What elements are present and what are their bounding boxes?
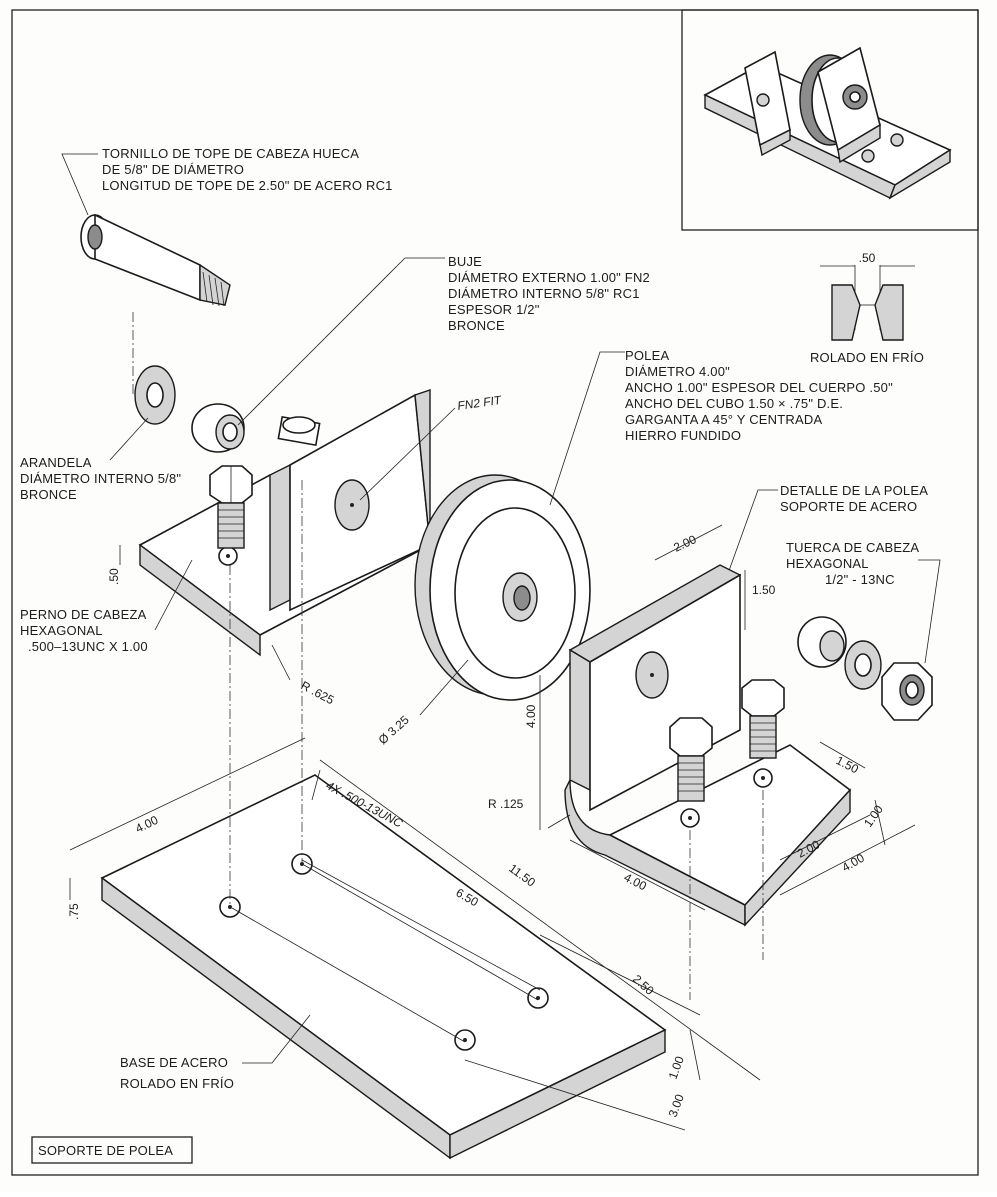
bend-radius-left-leader [271,644,291,681]
foot-hole-offset-dim-line [819,741,866,769]
washer [134,365,176,425]
washer-leader [109,417,149,461]
washer-label-2: DIÁMETRO INTERNO 5/8" [20,471,181,486]
bracket-height-dim: 4.00 [524,704,538,728]
bushing-label-5: BRONCE [448,318,505,333]
pulley-label-3: ANCHO 1.00" ESPESOR DEL CUERPO .50" [625,380,893,395]
base-length-dim-line [319,759,761,1081]
pulley-leader [549,351,625,506]
hex-bolt-label-3: .500–13UNC X 1.00 [28,639,148,654]
base-hole-width-dim: 3.00 [666,1092,687,1119]
foot-length-dim: 4.00 [840,851,868,875]
hole-callout-leader [311,769,321,801]
base-width-dim: 4.00 [133,813,160,836]
shoulder-screw-label-1: TORNILLO DE TOPE DE CABEZA HUECA [102,146,359,161]
base-leader [242,1014,311,1064]
base-plate [100,774,667,1160]
title-box-text: SOPORTE DE POLEA [38,1143,173,1158]
washer-label-3: BRONCE [20,487,77,502]
hex-bolt-right-1 [669,717,713,802]
foot-hole-spacing-a-dim: 1.00 [861,802,886,829]
base-hole-width-line [464,1059,686,1131]
pulley [414,474,591,701]
cold-rolled-symbol [820,265,915,341]
foot-hole-spacing-a-line [874,799,886,846]
title-box [31,1136,193,1164]
fn2-fit-leader [359,407,456,501]
shoulder-screw-leader [61,153,98,216]
base-thickness-dim: .75 [67,903,81,920]
width-top-dim-line [654,524,723,561]
bend-radius-right-dim: R .125 [488,797,524,811]
shoulder-screw-label-3: LONGITUD DE TOPE DE 2.50" DE ACERO RC1 [102,178,393,193]
base-hole-centerline-2 [303,864,539,1001]
bushing-label-2: DIÁMETRO EXTERNO 1.00" FN2 [448,270,650,285]
left-bracket [138,389,432,657]
hole-height-dim: 1.50 [752,583,776,597]
base-label-1: BASE DE ACERO [120,1055,228,1070]
pulley-label-6: HIERRO FUNDIDO [625,428,741,443]
right-bracket [564,564,852,927]
hex-bolt-right-2 [741,679,785,759]
base-hole-edge-dim: 1.00 [666,1054,687,1081]
spacer [797,616,847,668]
drawing-border [11,9,979,1176]
assembled-view [703,46,952,200]
bracket-width-top-dim: 2.00 [671,532,698,555]
bracket-thickness-dim: .50 [107,568,121,585]
washer-label-1: ARANDELA [20,455,92,470]
hex-nut-label-2: HEXAGONAL [786,556,869,571]
fn2-fit-note: FN2 FIT [456,393,503,413]
bend-radius-right-leader [547,814,571,829]
hex-bolt-label-2: HEXAGONAL [20,623,103,638]
hex-nut-label-1: TUERCA DE CABEZA [786,540,919,555]
foot-hole-offset-dim: 1.50 [834,753,861,776]
bushing-label-4: ESPESOR 1/2" [448,302,540,317]
cold-rolled-label: ROLADO EN FRÍO [810,350,924,365]
hex-nut-label-3: 1/2" - 13NC [825,572,895,587]
hex-bolt-label-1: PERNO DE CABEZA [20,607,147,622]
base-width-dim-line [69,737,306,851]
bushing-label-3: DIÁMETRO INTERNO 5/8" RC1 [448,286,640,301]
foot-length-dim-line [779,824,916,896]
bracket-detail-label-2: SOPORTE DE ACERO [780,499,917,514]
base-length-dim: 11.50 [506,861,538,890]
nut-washer [844,640,882,690]
shoulder-screw [80,213,231,307]
hex-bolt-left [209,465,253,549]
base-label-2: ROLADO EN FRÍO [120,1076,234,1091]
foot-depth-dim-line [569,839,706,911]
base-hole-spacing-line [301,859,541,991]
base-hole-centerline-1 [231,907,466,1043]
bushing [191,403,245,453]
bushing-leader [237,257,445,426]
inset-frame [681,9,979,231]
base-hole-spacing-b-dim: 2.50 [630,972,657,998]
pulley-dia-dim: Ø 3.25 [376,713,412,748]
cold-rolled-dim: .50 [859,251,876,265]
bend-radius-left-dim: R .625 [299,678,337,707]
pulley-label-4: ANCHO DEL CUBO 1.50 × .75" D.E. [625,396,843,411]
bracket-detail-label-1: DETALLE DE LA POLEA [780,483,928,498]
pulley-dia-leader [419,659,469,716]
base-hole-spacing-b-line [539,934,701,1016]
pulley-label-2: DIÁMETRO 4.00" [625,364,730,379]
hex-bolt-leader [154,559,193,631]
pulley-label-5: GARGANTA A 45° Y CENTRADA [625,412,822,427]
pulley-label-1: POLEA [625,348,669,363]
hex-nut [881,662,933,721]
base-hole-edge-line [689,1029,701,1081]
hex-nut-leader [918,559,941,664]
foot-hole-spacing-b-line [779,814,871,861]
shoulder-screw-label-2: DE 5/8" DE DIÁMETRO [102,162,244,177]
bushing-label-1: BUJE [448,254,482,269]
